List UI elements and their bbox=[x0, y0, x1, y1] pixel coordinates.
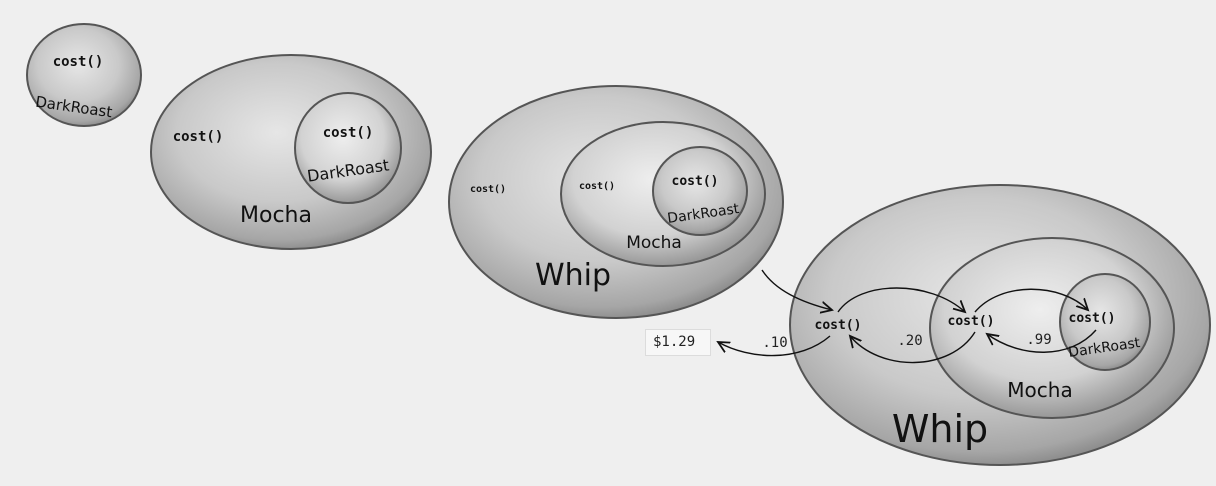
whip-label: Whip bbox=[535, 258, 611, 293]
total-price: $1.29 bbox=[645, 329, 711, 356]
mocha-label: Mocha bbox=[626, 233, 682, 253]
mocha-cost-label: cost() bbox=[579, 181, 615, 192]
mocha-cost-label: cost() bbox=[948, 314, 995, 329]
mocha-cost-value: .20 bbox=[897, 333, 922, 349]
darkroast-bubble bbox=[26, 23, 142, 127]
return-arrow-whip-to-total bbox=[718, 335, 831, 357]
darkroast-cost-label: cost() bbox=[53, 54, 104, 70]
whip-label: Whip bbox=[892, 407, 988, 451]
mocha-label: Mocha bbox=[1007, 378, 1072, 402]
stage4-whip-chain: cost() cost() cost() DarkRoast Mocha Whi… bbox=[718, 184, 1211, 466]
darkroast-cost-label: cost() bbox=[672, 174, 719, 189]
return-arrow-darkroast-to-mocha bbox=[987, 329, 1097, 353]
call-arrow-whip-to-mocha bbox=[837, 287, 965, 312]
whip-cost-label: cost() bbox=[815, 318, 862, 333]
stage1-darkroast: cost() DarkRoast bbox=[26, 23, 142, 127]
whip-cost-value: .10 bbox=[762, 335, 787, 351]
call-arrow-mocha-to-darkroast bbox=[974, 288, 1088, 313]
return-arrow-mocha-to-whip bbox=[850, 331, 976, 364]
whip-cost-label: cost() bbox=[470, 184, 506, 195]
darkroast-cost-value: .99 bbox=[1026, 332, 1051, 348]
call-arrow-entry bbox=[761, 269, 832, 310]
darkroast-bubble bbox=[294, 92, 402, 204]
darkroast-cost-label: cost() bbox=[323, 125, 374, 141]
stage2-mocha: cost() cost() DarkRoast Mocha bbox=[150, 54, 432, 250]
darkroast-cost-label: cost() bbox=[1069, 311, 1116, 326]
mocha-cost-label: cost() bbox=[173, 129, 224, 145]
stage3-whip: cost() cost() cost() DarkRoast Mocha Whi… bbox=[448, 85, 784, 319]
darkroast-bubble bbox=[652, 146, 748, 236]
mocha-label: Mocha bbox=[240, 203, 312, 228]
